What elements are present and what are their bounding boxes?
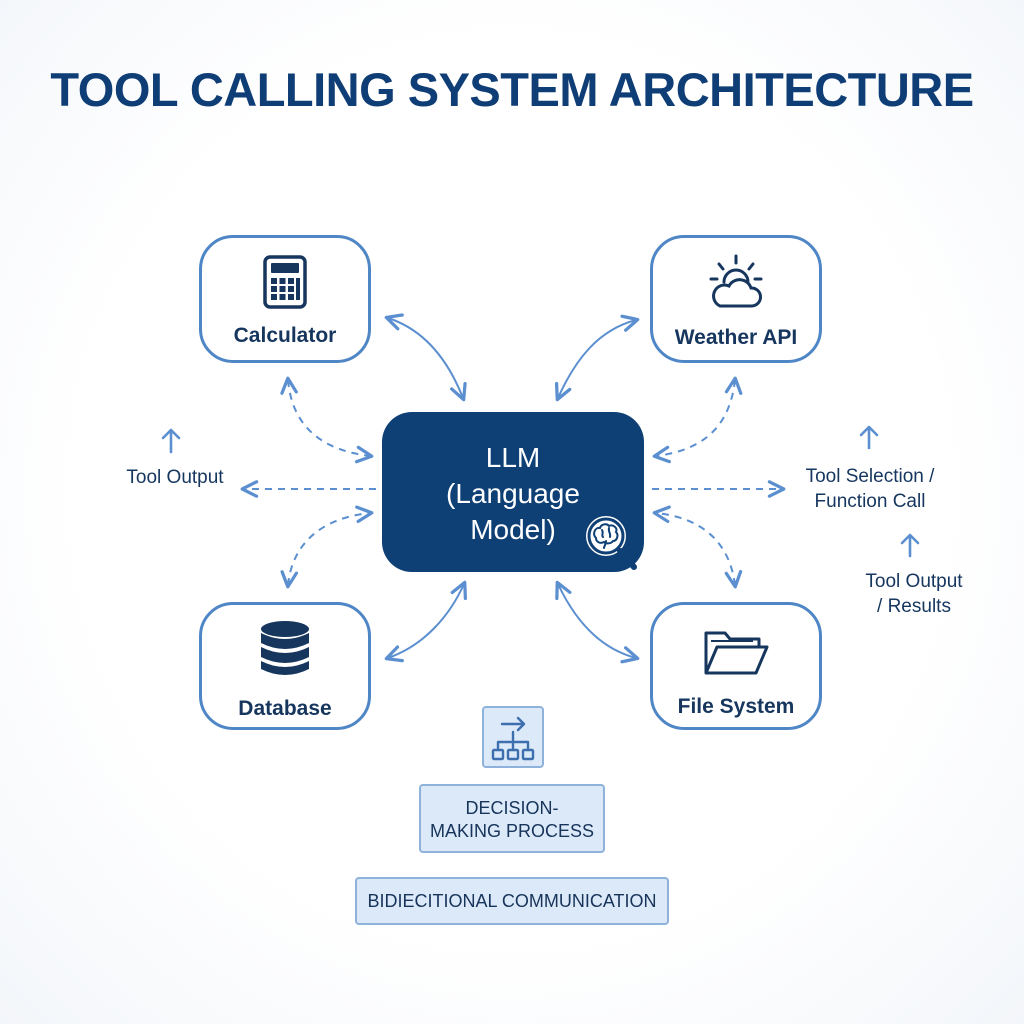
llm-label: LLM (Language Model) bbox=[382, 440, 644, 548]
up-arrow-left bbox=[161, 428, 181, 454]
llm-node[interactable]: LLM (Language Model) bbox=[382, 412, 644, 572]
weather-api-label: Weather API bbox=[674, 326, 798, 349]
left-tool-output-label: Tool Output bbox=[126, 467, 224, 488]
dashed-arrow-database bbox=[280, 505, 374, 589]
brain-magnifier-icon bbox=[582, 512, 640, 579]
folder-icon bbox=[653, 627, 819, 689]
right-tool-output-line1: Tool Output bbox=[865, 571, 963, 592]
llm-label-line2: (Language bbox=[446, 478, 580, 509]
llm-label-line3: Model) bbox=[470, 514, 556, 545]
decision-line1: DECISION- bbox=[465, 798, 559, 818]
arrow-llm-calculator bbox=[384, 313, 467, 402]
decision-line2: MAKING PROCESS bbox=[429, 821, 595, 841]
file-system-node[interactable]: File System bbox=[650, 602, 822, 730]
up-arrow-right-bottom bbox=[900, 533, 920, 558]
right-tool-selection-label: Tool Selection / Function Call bbox=[780, 464, 960, 514]
right-tool-selection-line1: Tool Selection / bbox=[805, 466, 935, 487]
right-tool-output-label: Tool Output / Results bbox=[833, 569, 995, 619]
dashed-arrow-weather bbox=[652, 376, 743, 464]
weather-sun-cloud-icon bbox=[653, 254, 819, 316]
calculator-label: Calculator bbox=[233, 324, 337, 347]
llm-label-line1: LLM bbox=[485, 442, 541, 473]
dashed-arrow-calculator bbox=[280, 376, 374, 464]
right-tool-output-line2: / Results bbox=[877, 596, 951, 617]
arrow-llm-filesystem bbox=[555, 580, 640, 664]
arrow-llm-weather bbox=[554, 314, 640, 402]
weather-api-node[interactable]: Weather API bbox=[650, 235, 822, 363]
database-icon bbox=[202, 619, 368, 681]
calculator-node[interactable]: Calculator bbox=[199, 235, 371, 363]
database-node[interactable]: Database bbox=[199, 602, 371, 730]
up-arrow-right-top bbox=[859, 425, 879, 450]
diagram-title: TOOL CALLING SYSTEM ARCHITECTURE bbox=[50, 63, 974, 116]
dashed-arrow-filesystem bbox=[652, 505, 743, 589]
bidirectional-communication-box: BIDIECITIONAL COMMUNICATION bbox=[355, 877, 669, 925]
decision-making-process-box: DECISION- MAKING PROCESS bbox=[419, 784, 605, 853]
calculator-icon bbox=[202, 254, 368, 316]
database-label: Database bbox=[238, 697, 332, 720]
flowchart-icon bbox=[482, 706, 544, 768]
right-tool-selection-line2: Function Call bbox=[814, 491, 926, 512]
file-system-label: File System bbox=[677, 695, 795, 718]
arrow-llm-database bbox=[384, 580, 467, 663]
